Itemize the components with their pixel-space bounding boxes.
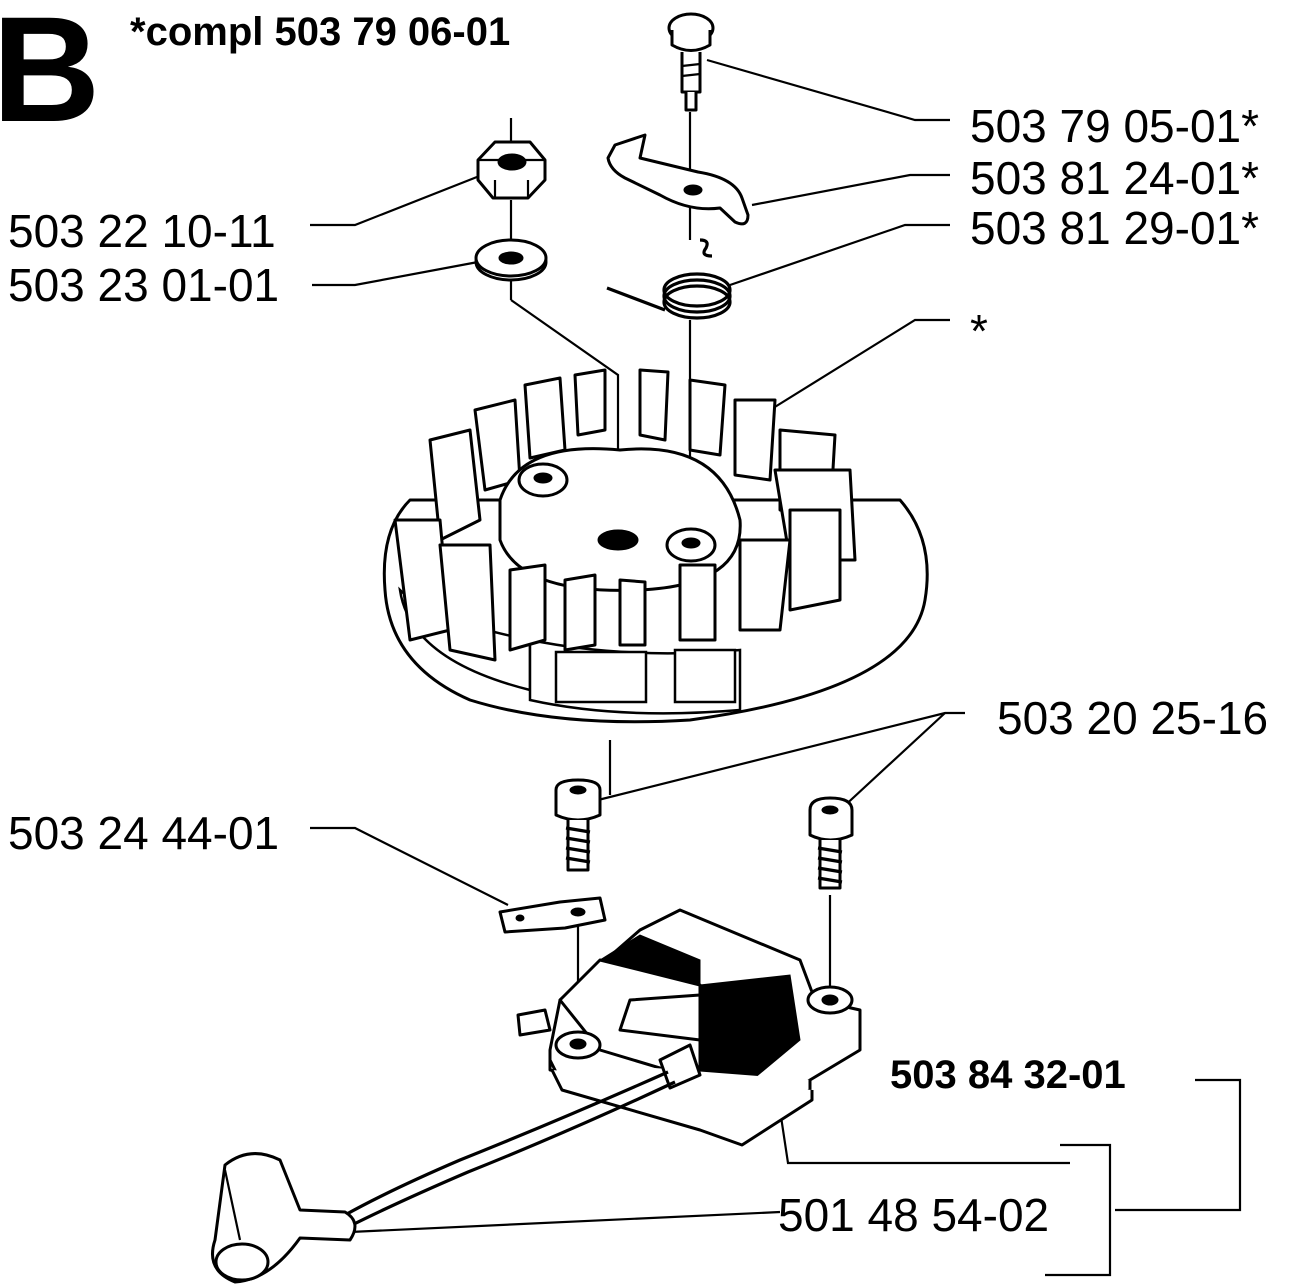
part-number-pin: 503 79 05-01* <box>970 100 1260 152</box>
part-number-washer: 503 23 01-01 <box>8 259 280 311</box>
part-number-ignition-module: 503 84 32-01 <box>890 1053 1126 1097</box>
part-number-terminal: 503 24 44-01 <box>8 807 280 859</box>
part-number-ignition-lead: 501 48 54-02 <box>778 1189 1050 1241</box>
pin-part <box>667 12 715 112</box>
part-number-pawl: 503 81 24-01* <box>970 152 1260 204</box>
part-number-screws: 503 20 25-16 <box>997 692 1269 744</box>
pawl-part <box>606 133 750 226</box>
part-number-spring: 503 81 29-01* <box>970 202 1260 254</box>
ignition-module-part <box>516 908 862 1147</box>
spring-part <box>606 238 732 320</box>
screw-left-part <box>554 778 602 872</box>
asterisk-label: * <box>970 305 988 357</box>
kit-label: *compl 503 79 06-01 <box>130 10 511 54</box>
section-letter: B <box>0 0 100 153</box>
part-number-nut: 503 22 10-11 <box>8 205 276 257</box>
washer-part <box>474 238 548 282</box>
screw-right-part <box>808 796 854 890</box>
flywheel-part <box>382 368 929 724</box>
nut-part <box>476 140 547 200</box>
terminal-part <box>498 896 607 934</box>
ignition-lead-part <box>211 1070 676 1284</box>
